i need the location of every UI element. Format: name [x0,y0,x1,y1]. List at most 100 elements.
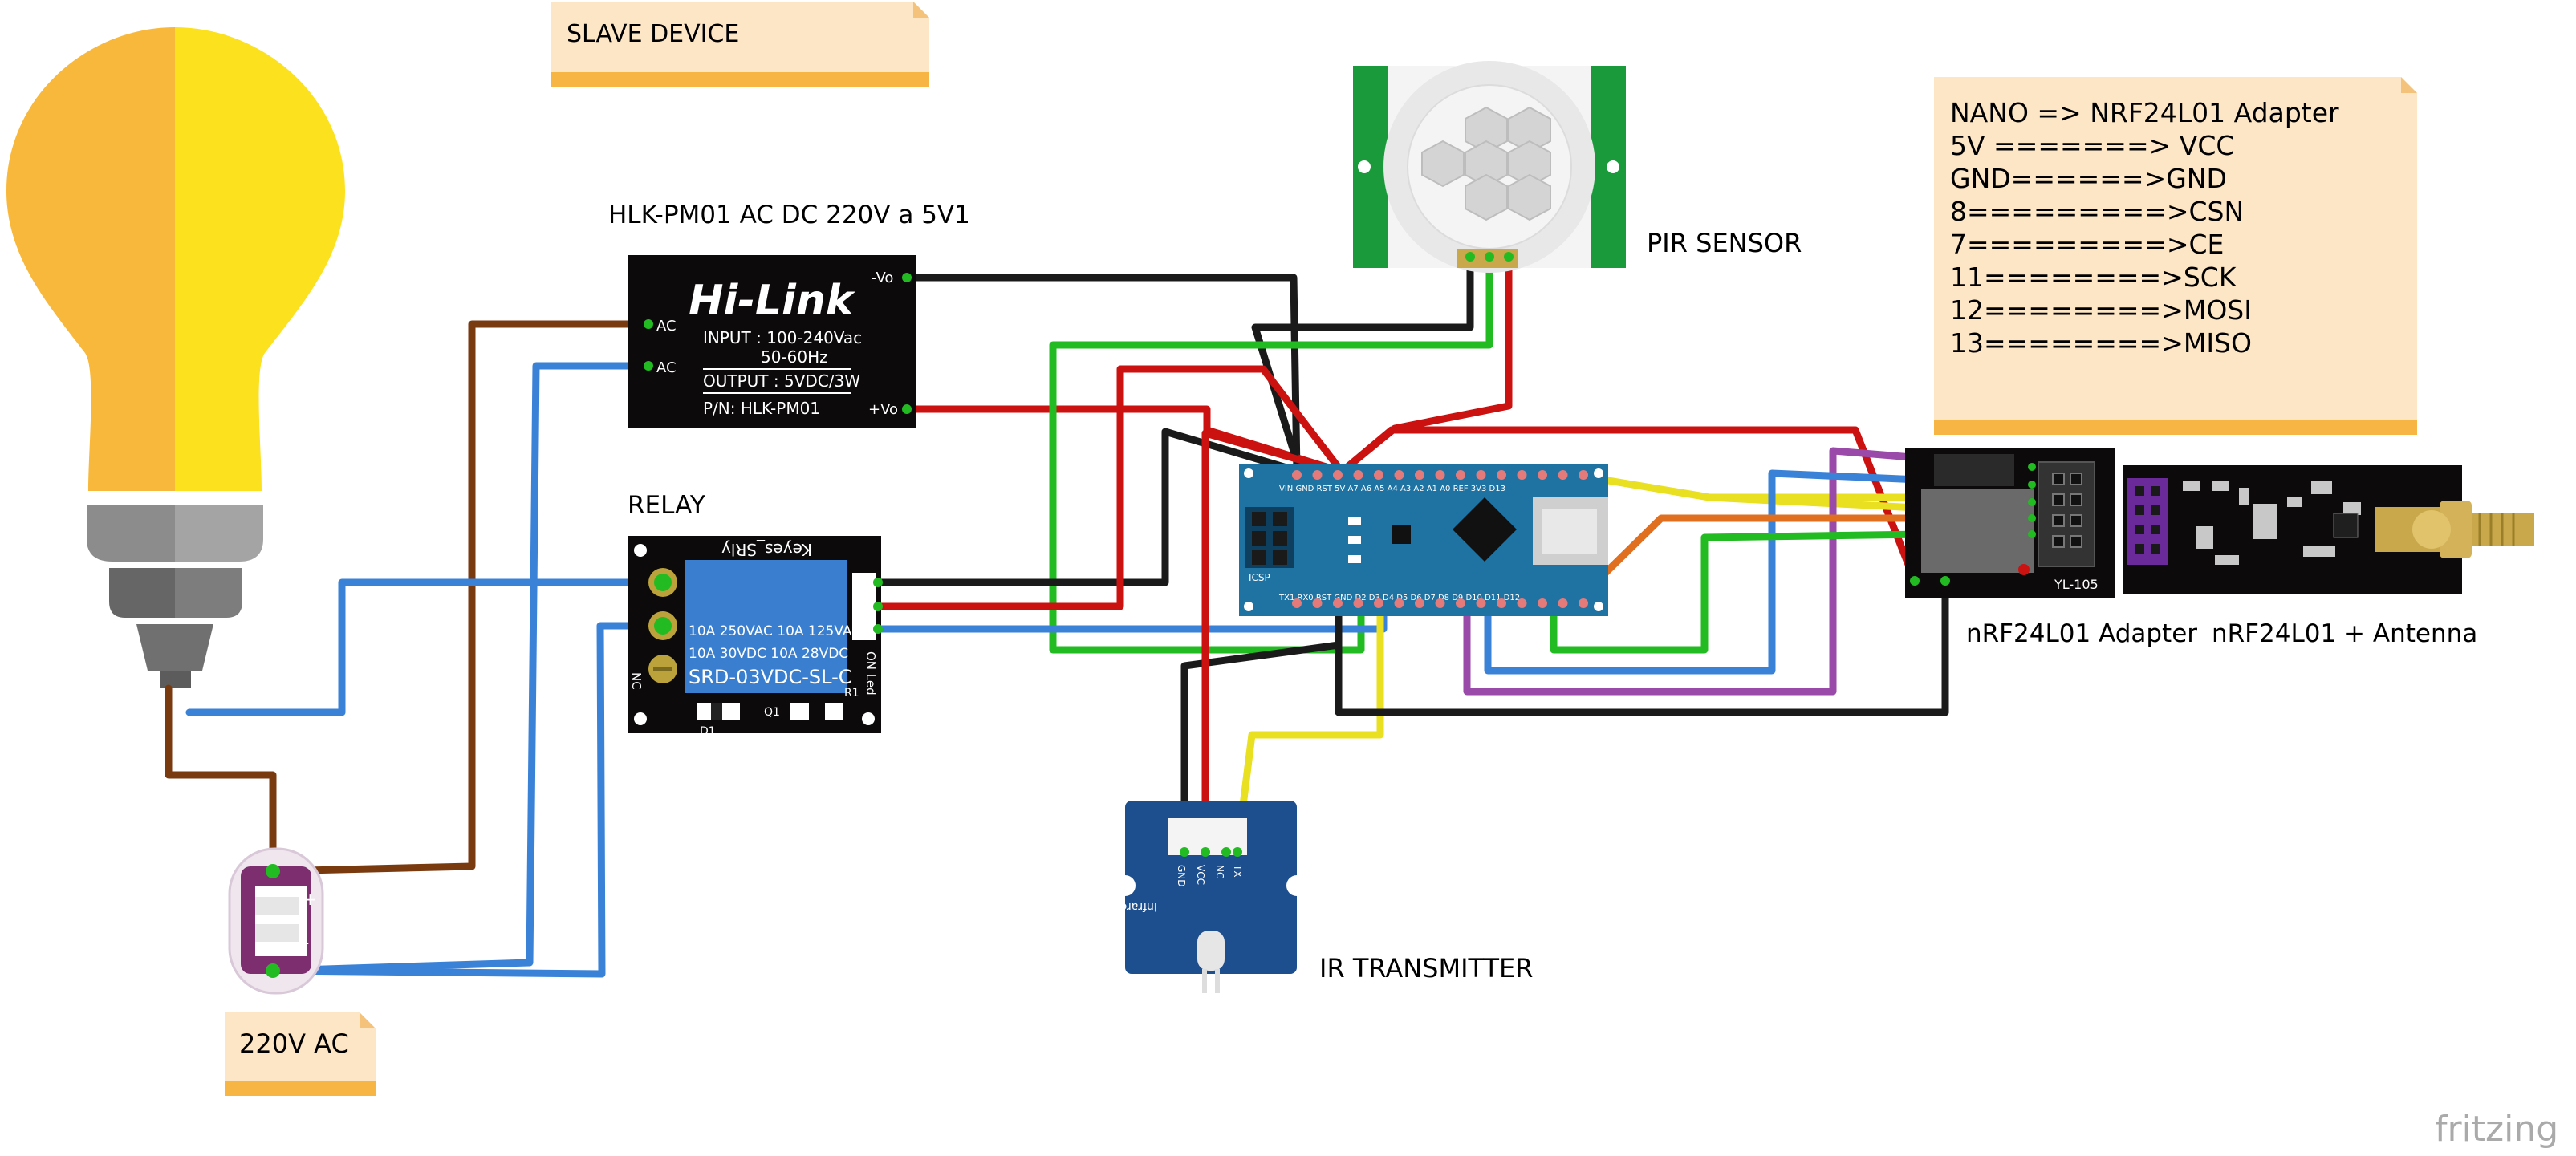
nano-pin[interactable] [1374,598,1383,608]
relay-brand: Keyes_SRly [721,540,812,559]
wires [165,251,2034,978]
wire-red-ir[interactable] [1201,429,1346,854]
relay-spec2: 10A 30VDC 10A 28VDC [689,646,848,662]
nano-pin[interactable] [1353,470,1363,480]
wire-green-pir[interactable] [1049,251,1493,654]
ir-transmitter[interactable]: GND VCC NC TX Infrared Emitter IR TRANSM… [1067,801,1534,993]
nano-pin[interactable] [1374,470,1383,480]
relay-label: RELAY [628,491,705,520]
relay-model: SRD-03VDC-SL-C [689,666,852,688]
pinout-line: 7=========>CE [1950,229,2224,260]
nano-pin[interactable] [1312,470,1323,480]
note-220v-ac[interactable]: 220V AC [225,1012,376,1096]
relay-d1: D1 [700,725,716,738]
pinout-line: 13========>MISO [1950,327,2252,359]
pinout-line: 12========>MOSI [1950,294,2252,326]
ir-pin: TX [1232,864,1243,878]
nrf24l01-module[interactable]: nRF24L01 + Antenna [2123,465,2534,648]
note-ac-text: 220V AC [239,1028,349,1059]
nano-pin[interactable] [1476,598,1486,608]
wire-black-nrf-gnd[interactable] [1335,577,1949,716]
nano-pin[interactable] [1456,470,1465,480]
nano-pin[interactable] [1394,470,1404,480]
nano-pin[interactable] [1394,598,1404,608]
ir-name: Infrared Emitter [1067,900,1157,913]
note-slave-text: SLAVE DEVICE [567,20,739,48]
pinout-line: NANO => NRF24L01 Adapter [1950,97,2339,128]
nano-pin[interactable] [1333,598,1343,608]
light-bulb[interactable] [6,27,345,688]
nano-pin[interactable] [1517,598,1527,608]
wire-blue-bulb-relay[interactable] [185,578,667,716]
nano-pin[interactable] [1456,598,1465,608]
nano-pin[interactable] [1538,470,1547,480]
relay-nc: NC [629,672,644,690]
nano-icsp: ICSP [1249,572,1270,583]
wire-red-relay-vcc[interactable] [874,365,1346,610]
adapter-label: nRF24L01 Adapter [1966,619,2197,648]
nano-pin[interactable] [1333,470,1343,480]
wire-black-relay-gnd[interactable] [874,428,1304,586]
hlk-brand: Hi-Link [689,277,856,325]
relay-module[interactable]: RELAY Keyes_SRly 10A 250VAC 10A 125VAC 1… [628,491,883,738]
fritzing-watermark: fritzing [2435,1109,2558,1150]
nano-pin[interactable] [1558,470,1568,480]
note-slave-device[interactable]: SLAVE DEVICE [551,2,929,87]
pinout-line: 8=========>CSN [1950,196,2244,227]
nano-pin[interactable] [1476,470,1486,480]
nano-pin[interactable] [1353,598,1363,608]
hlk-pm01-module[interactable]: HLK-PM01 AC DC 220V a 5V1 Hi-Link INPUT … [608,201,970,428]
nano-pin[interactable] [1517,470,1527,480]
relay-spec1: 10A 250VAC 10A 125VAC [689,623,861,639]
hlk-pn: P/N: HLK-PM01 [703,399,820,418]
relay-r1: R1 [844,687,859,700]
ac-connector[interactable]: + - [228,847,324,995]
wire-brown-bulb[interactable] [165,684,277,875]
svg-text:+: + [303,890,317,909]
wire-blue-relay-com[interactable] [269,622,667,978]
pir-sensor[interactable]: PIR SENSOR [1353,61,1802,273]
wire-red-pir[interactable] [1338,251,1513,476]
nano-pin[interactable] [1435,598,1445,608]
hlk-ac1: AC [656,318,677,335]
wire-black-pir[interactable] [1251,251,1474,476]
ir-pin: GND [1176,865,1187,887]
nano-pin[interactable] [1579,470,1588,480]
nano-pin[interactable] [1497,470,1506,480]
nano-pin[interactable] [1558,598,1568,608]
nano-pin[interactable] [1312,598,1323,608]
arduino-nano[interactable]: ICSP VIN GND RST 5V A7 A6 A5 A4 A3 A2 A1… [1239,464,1608,616]
nano-pin[interactable] [1415,598,1424,608]
pinout-line: 11========>SCK [1950,262,2237,293]
pinout-line: 5V =======> VCC [1950,130,2234,161]
relay-on-led: ON Led [863,651,878,696]
nrf-label: nRF24L01 + Antenna [2212,619,2477,648]
wire-blue-hlk[interactable] [269,362,656,975]
nrf-adapter[interactable]: YL-105 nRF24L01 Adapter [1905,448,2197,648]
wire-green-d11[interactable] [1550,529,2034,654]
svg-text:-: - [303,933,309,952]
nano-pin[interactable] [1292,598,1302,608]
nano-pin[interactable] [1292,470,1302,480]
nano-pin[interactable] [1497,598,1506,608]
note-pinout[interactable]: NANO => NRF24L01 Adapter 5V =======> VCC… [1934,77,2417,435]
wire-purple-d8[interactable] [1463,447,2034,696]
wire-brown-hlk[interactable] [269,320,656,875]
nano-pin[interactable] [1415,470,1424,480]
nano-pin[interactable] [1435,470,1445,480]
adapter-chip-label: YL-105 [2054,577,2099,592]
hlk-label: HLK-PM01 AC DC 220V a 5V1 [608,201,970,229]
nano-pin[interactable] [1579,598,1588,608]
hlk-freq: 50-60Hz [761,347,828,367]
ir-pin: NC [1214,865,1225,878]
nano-pin[interactable] [1538,598,1547,608]
ir-pin: VCC [1195,865,1206,885]
wire-yellow-ir[interactable] [1233,599,1384,854]
hlk-input: INPUT : 100-240Vac [703,328,862,347]
hlk-output: OUTPUT : 5VDC/3W [703,371,860,391]
wire-blue-d9[interactable] [1484,469,2034,675]
hlk-vo-neg: -Vo [872,270,893,286]
nano-bottom-pins: TX1 RX0 RST GND D2 D3 D4 D5 D6 D7 D8 D9 … [1278,594,1520,602]
